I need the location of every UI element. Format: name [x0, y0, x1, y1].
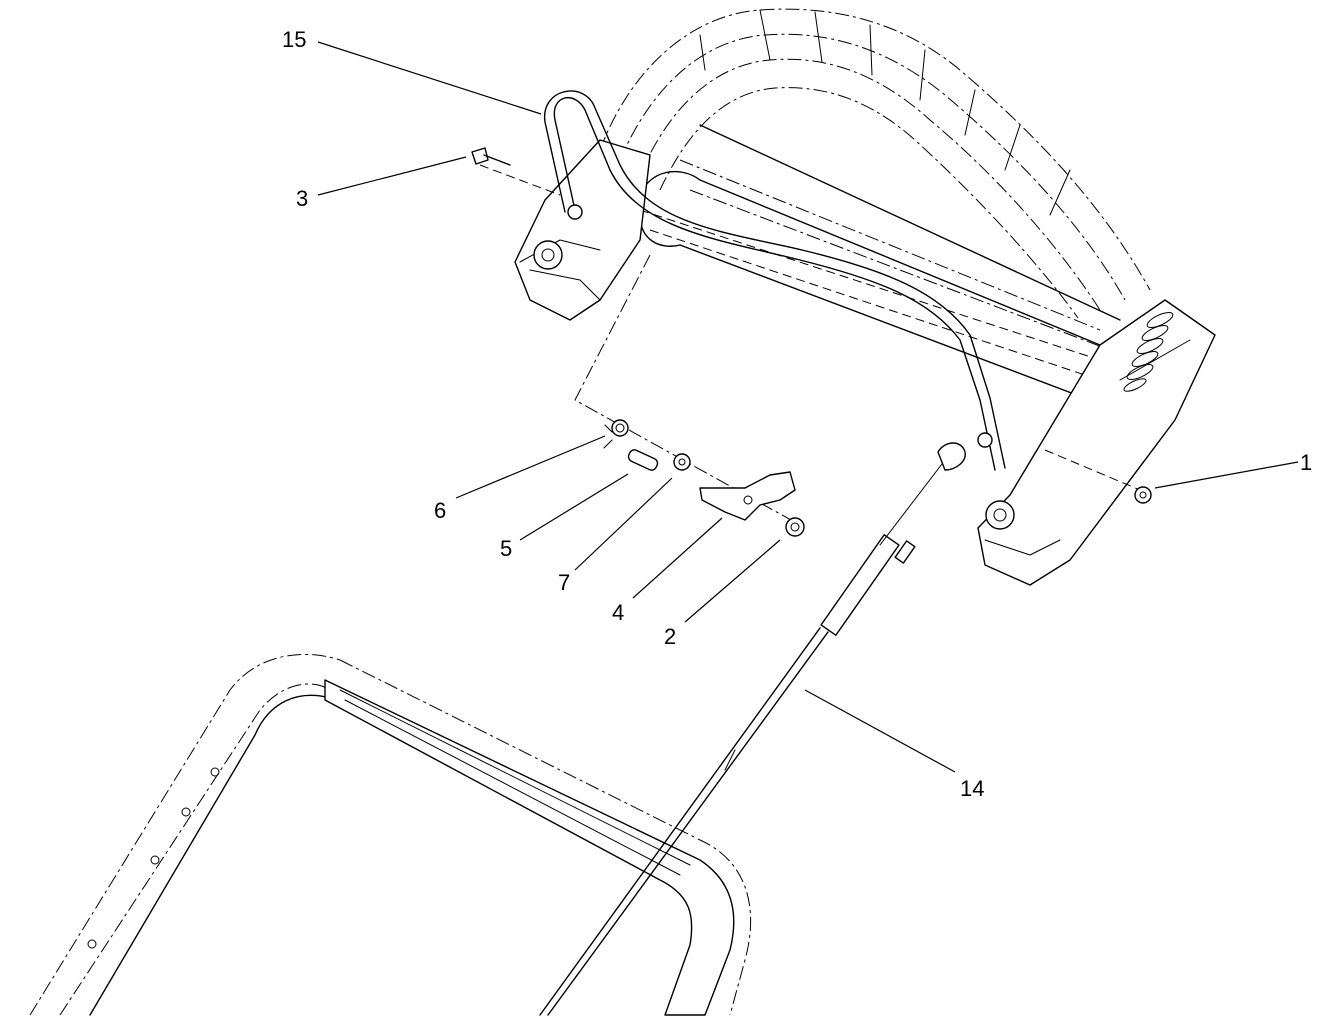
control-cable — [539, 442, 966, 1016]
callout-14: 14 — [960, 776, 984, 801]
lower-handle — [29, 653, 752, 1016]
callout-1: 1 — [1300, 450, 1312, 475]
upper-handle — [514, 8, 1216, 586]
callout-6: 6 — [434, 498, 446, 523]
callout-labels: 1 2 3 4 5 6 7 14 15 — [282, 27, 1312, 801]
callout-2: 2 — [664, 624, 676, 649]
callout-5: 5 — [500, 536, 512, 561]
bail-bar — [544, 90, 1006, 471]
callout-15: 15 — [282, 27, 306, 52]
callout-3: 3 — [296, 186, 308, 211]
callout-4: 4 — [612, 600, 624, 625]
leader-lines — [317, 41, 1299, 773]
grip-ribs — [1123, 312, 1174, 392]
hardware-parts — [471, 147, 1152, 537]
callout-7: 7 — [558, 570, 570, 595]
